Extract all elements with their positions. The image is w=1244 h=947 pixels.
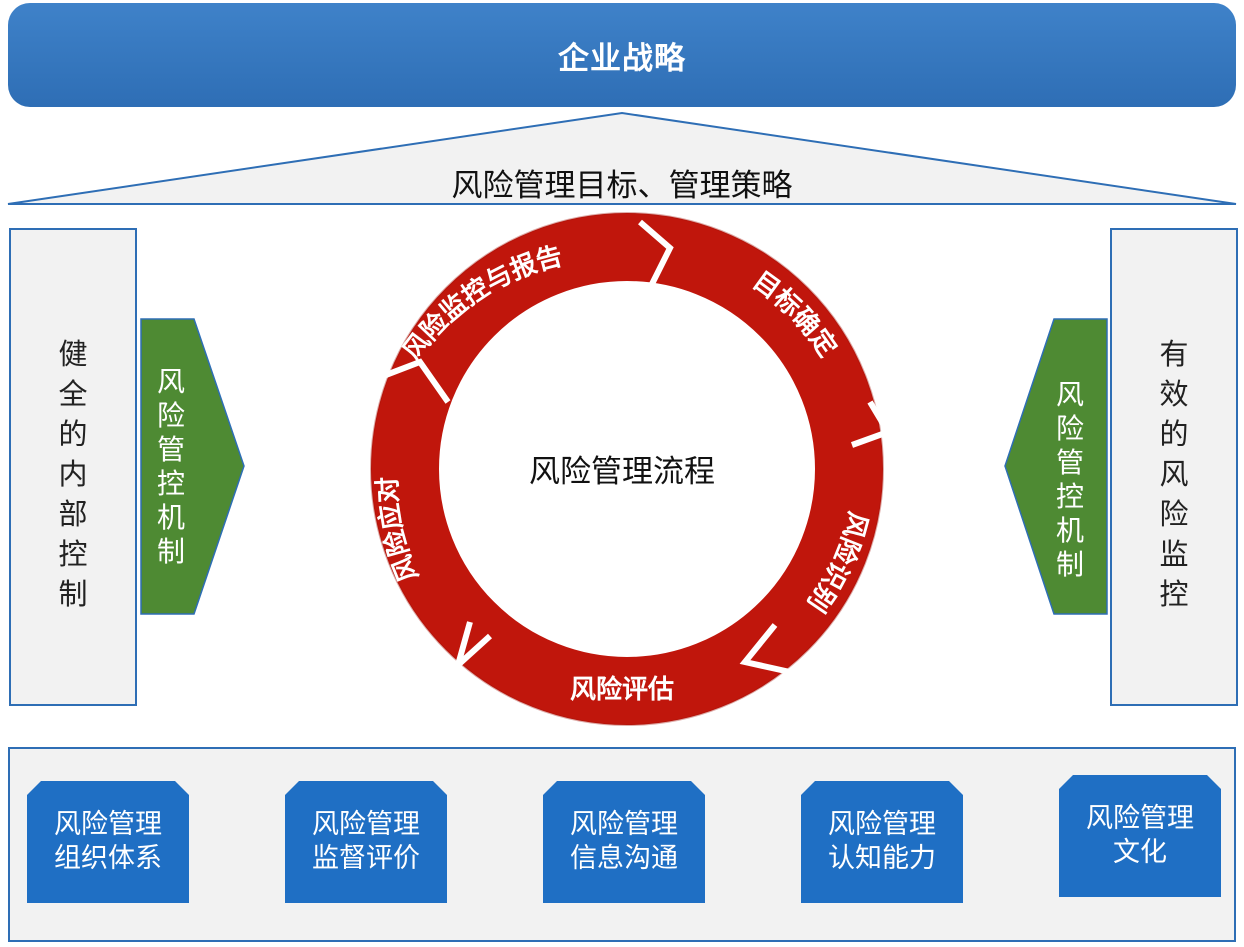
- card-supervision: 风险管理监督评价: [285, 781, 447, 903]
- card-culture: 风险管理文化: [1059, 775, 1221, 897]
- left-mechanism-arrow: [140, 318, 245, 615]
- left-pillar-label: 健全的内部控制: [58, 337, 88, 611]
- card-communication: 风险管理信息沟通: [543, 781, 705, 903]
- strategy-title: 企业战略: [558, 40, 686, 77]
- right-arrow-label: 风险管控机制: [1055, 378, 1084, 581]
- card-awareness: 风险管理认知能力: [801, 781, 963, 903]
- roof-shape: [7, 111, 1237, 205]
- strategy-banner: 企业战略: [8, 3, 1236, 107]
- cycle-center-label: 风险管理流程: [529, 454, 715, 490]
- roof-label: 风险管理目标、管理策略: [451, 168, 793, 204]
- cycle-separator: [376, 358, 451, 404]
- cycle-separator: [638, 219, 674, 294]
- left-pillar: 健全的内部控制: [9, 228, 137, 706]
- right-mechanism-arrow: [1004, 318, 1108, 615]
- cycle-separator: [739, 623, 791, 675]
- cycle-separator: [850, 400, 893, 448]
- cycle-step-assess: 风险评估: [570, 674, 674, 705]
- left-arrow-label: 风险管控机制: [156, 365, 185, 568]
- right-pillar-label: 有效的风险监控: [1159, 337, 1189, 611]
- cycle-separator: [452, 621, 493, 675]
- card-organization: 风险管理组织体系: [27, 781, 189, 903]
- right-pillar: 有效的风险监控: [1110, 228, 1238, 706]
